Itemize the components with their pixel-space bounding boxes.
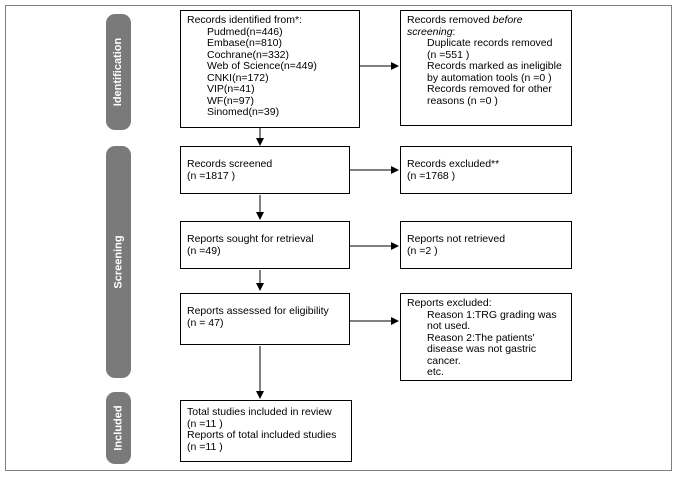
box-records-excluded: Records excluded** (n =1768 ) [400,146,572,194]
removed-item: (n =551 ) [427,48,470,61]
removed-item: Duplicate records removed [427,37,553,49]
reports-excluded-item: Reason 2:The patients' [427,331,535,344]
removed-item: Records marked as ineligible [427,60,562,72]
source-item: Embase(n=810) [207,37,283,49]
screened-count: (n =1817 ) [187,169,236,182]
removed-title-colon: : [452,25,456,38]
box-records-screened: Records screened (n =1817 ) [180,146,350,194]
source-item: Web of Science(n=449) [207,60,317,72]
source-item: Pudmed(n=446) [207,25,283,38]
source-item: Cochrane(n=332) [207,48,290,61]
reports-excluded-item: Reason 1:TRG grading was [427,308,557,321]
reports-excluded-item: disease was not gastric [427,343,537,355]
source-item: CNKI(n=172) [207,71,269,84]
assessed-count: (n = 47) [187,316,224,329]
reports-excluded-item: etc. [427,366,444,378]
phase-included: Included [106,392,131,464]
box-records-identified: Records identified from*: Pudmed(n=446) … [180,10,360,128]
included-line: (n =11 ) [187,440,223,453]
excluded-label: Records excluded** [407,158,500,170]
source-item: WF(n=97) [207,94,254,107]
box-reports-sought: Reports sought for retrieval (n =49) [180,221,350,269]
box-reports-excluded: Reports excluded: Reason 1:TRG grading w… [400,293,572,381]
screened-label: Records screened [187,158,273,170]
phase-identification: Identification [106,14,131,130]
source-item: Sinomed(n=39) [207,106,280,118]
removed-item: Records removed for other [427,83,552,95]
source-item: VIP(n=41) [207,83,255,95]
diagram-frame [5,5,672,471]
sought-label: Reports sought for retrieval [187,233,314,245]
included-line: (n =11 ) [187,417,223,430]
removed-item: reasons (n =0 ) [427,94,498,107]
box-reports-assessed: Reports assessed for eligibility (n = 47… [180,293,350,345]
box-records-removed: Records removed before screening: Duplic… [400,10,572,126]
excluded-count: (n =1768 ) [407,169,456,182]
removed-title: Records removed before screening: [407,14,523,38]
box-reports-not-retrieved: Reports not retrieved (n =2 ) [400,221,572,269]
not-retrieved-label: Reports not retrieved [407,233,506,245]
sought-count: (n =49) [187,244,221,257]
included-line: Reports of total included studies [187,429,337,441]
identified-title: Records identified from*: [187,14,302,26]
box-studies-included: Total studies included in review (n =11 … [180,400,352,462]
included-line: Total studies included in review [187,406,332,418]
not-retrieved-count: (n =2 ) [407,244,438,257]
removed-item: by automation tools (n =0 ) [427,71,552,84]
reports-excluded-item: cancer. [427,354,461,367]
reports-excluded-title: Reports excluded: [407,297,492,309]
assessed-label: Reports assessed for eligibility [187,305,329,317]
phase-screening: Screening [106,146,131,378]
reports-excluded-item: not used. [427,320,471,332]
